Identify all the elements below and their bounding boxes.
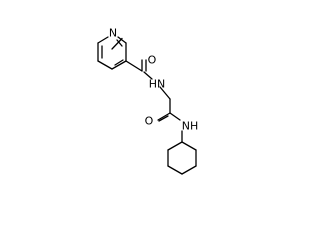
pyridine-ring <box>97 36 127 70</box>
cyclohexane-ring <box>167 141 197 175</box>
bond <box>111 37 123 50</box>
bond <box>125 60 143 72</box>
bond <box>111 60 127 70</box>
pyridine-nitrogen-label: N <box>109 27 117 40</box>
carbonyl-oxygen-label-1: O <box>148 54 157 67</box>
carbonyl-oxygen-label-2: O <box>145 115 154 128</box>
amide-nh-label-1: HN <box>149 78 166 91</box>
amide-nh-label-2: NH <box>182 120 199 133</box>
bond <box>159 86 171 100</box>
bond <box>167 141 183 151</box>
bond <box>116 39 123 47</box>
bond <box>157 112 171 121</box>
bond <box>167 165 183 175</box>
bond <box>169 112 181 121</box>
bond <box>181 141 197 151</box>
bond <box>117 36 127 44</box>
bond <box>97 36 109 44</box>
bond <box>143 71 153 80</box>
bond <box>114 59 124 66</box>
bond <box>158 115 169 122</box>
bond <box>181 165 197 175</box>
molecule-structure: N O HN O NH <box>97 27 199 175</box>
bond <box>97 60 113 70</box>
